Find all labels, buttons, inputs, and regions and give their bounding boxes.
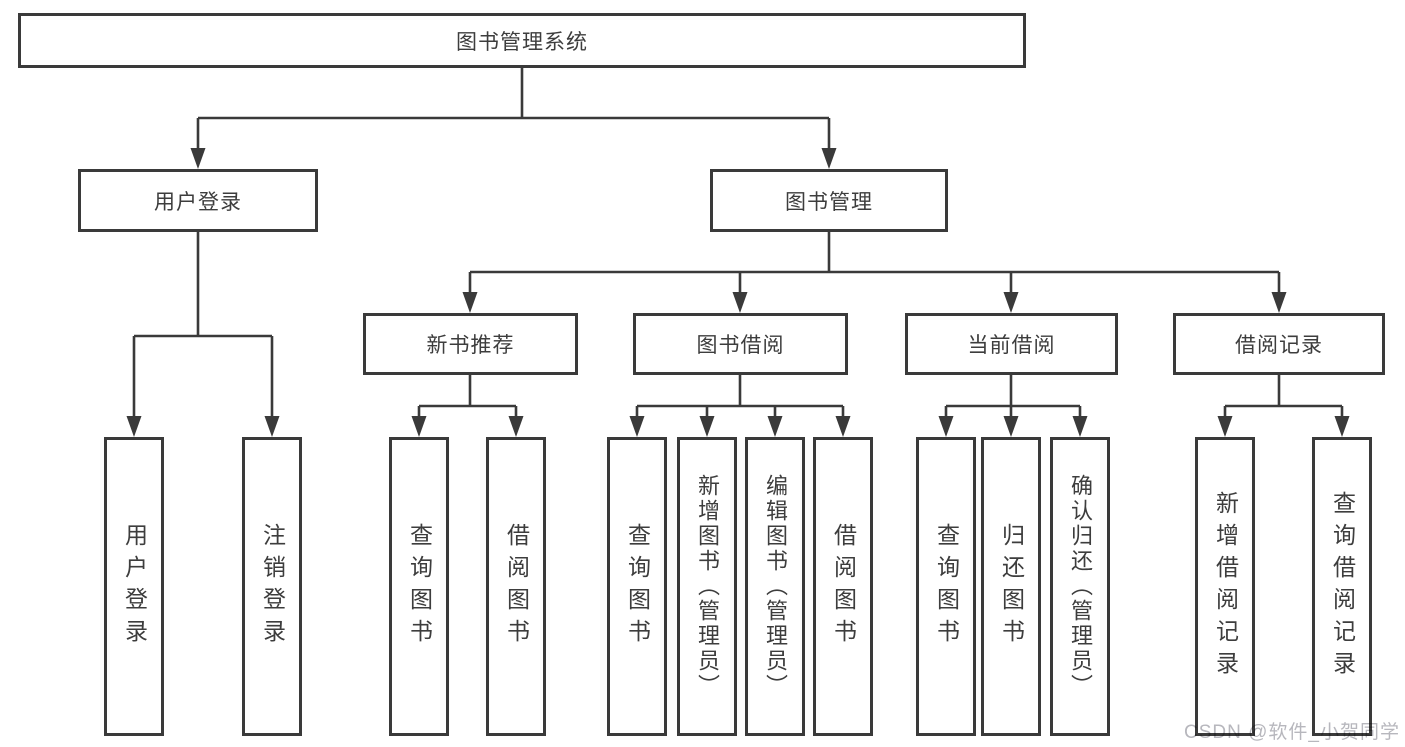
node-book-borrowing: 图书借阅 — [633, 313, 848, 375]
node-leaf-edit-book-admin: 编辑图书（管理员） — [745, 437, 805, 736]
node-library-management-system: 图书管理系统 — [18, 13, 1026, 68]
node-leaf-query-borrow-record: 查询借阅记录 — [1312, 437, 1372, 736]
node-leaf-confirm-return-admin: 确认归还（管理员） — [1050, 437, 1110, 736]
node-borrowing-records: 借阅记录 — [1173, 313, 1385, 375]
node-current-borrowing: 当前借阅 — [905, 313, 1118, 375]
node-leaf-add-borrow-record: 新增借阅记录 — [1195, 437, 1255, 736]
node-leaf-return-book: 归还图书 — [981, 437, 1041, 736]
csdn-watermark: CSDN @软件_小贺同学 — [1184, 722, 1400, 743]
node-book-management: 图书管理 — [710, 169, 948, 232]
node-leaf-query-books-2: 查询图书 — [607, 437, 667, 736]
node-leaf-borrow-books-2: 借阅图书 — [813, 437, 873, 736]
node-new-book-recommendation: 新书推荐 — [363, 313, 578, 375]
node-leaf-add-book-admin: 新增图书（管理员） — [677, 437, 737, 736]
node-user-login: 用户登录 — [78, 169, 318, 232]
node-leaf-user-login: 用户登录 — [104, 437, 164, 736]
node-leaf-query-books-3: 查询图书 — [916, 437, 976, 736]
arrowhead-group — [126, 148, 1350, 437]
node-leaf-logout: 注销登录 — [242, 437, 302, 736]
node-leaf-borrow-books-1: 借阅图书 — [486, 437, 546, 736]
node-leaf-query-books-1: 查询图书 — [389, 437, 449, 736]
